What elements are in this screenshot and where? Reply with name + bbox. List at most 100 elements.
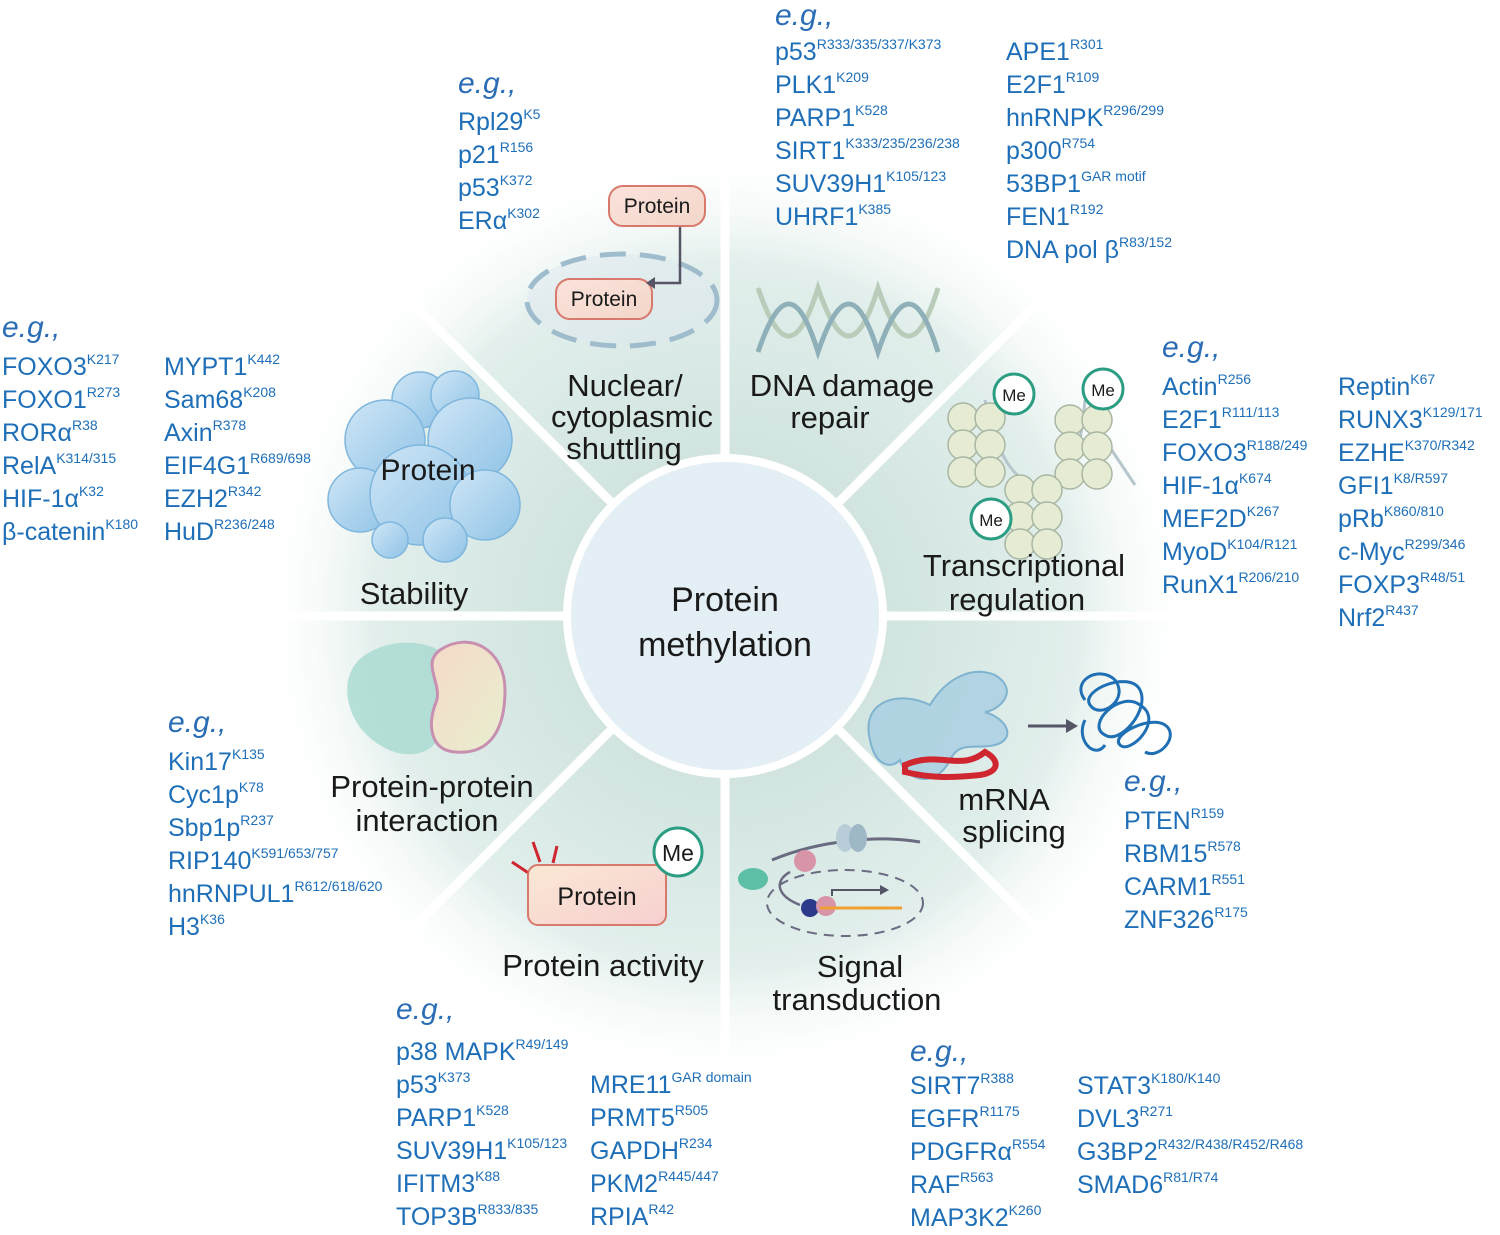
example-protein-name: MYPT1 xyxy=(164,353,248,381)
example-methylation-site: R432/R438/R452/R468 xyxy=(1157,1136,1304,1152)
example-protein-name: Kin17 xyxy=(168,748,232,776)
example-methylation-site: R81/R74 xyxy=(1163,1169,1219,1185)
example-item: 53BP1GAR motif xyxy=(1006,168,1172,201)
dna-title-line1: DNA damage xyxy=(750,368,934,403)
nucleosome-right-icon xyxy=(1054,404,1113,490)
example-protein-name: EZHE xyxy=(1338,439,1405,467)
example-protein-name: TOP3B xyxy=(396,1203,478,1231)
center-label-line2: methylation xyxy=(638,626,812,664)
example-protein-name: PRMT5 xyxy=(590,1104,675,1132)
example-protein-name: UHRF1 xyxy=(775,203,859,231)
protein-protein-interaction-icon xyxy=(347,640,507,755)
stability-eg-label: e.g., xyxy=(2,311,61,344)
example-item: STAT3K180/K140 xyxy=(1077,1070,1303,1103)
example-protein-name: FOXO1 xyxy=(2,386,87,414)
example-methylation-site: R388 xyxy=(980,1070,1014,1086)
example-methylation-site: K8/R597 xyxy=(1393,470,1449,486)
ppi-eg-label: e.g., xyxy=(168,706,227,739)
example-methylation-site: R237 xyxy=(240,812,274,828)
example-item: pRbK860/810 xyxy=(1338,503,1483,536)
example-protein-name: H3 xyxy=(168,913,200,941)
example-methylation-site: R299/346 xyxy=(1404,536,1466,552)
example-item: MEF2DK267 xyxy=(1162,503,1307,536)
example-item: ZNF326R175 xyxy=(1124,904,1248,937)
nuclear-factor-pink-icon xyxy=(816,896,836,916)
example-protein-name: GFI1 xyxy=(1338,472,1394,500)
example-protein-name: p53 xyxy=(458,174,500,202)
example-protein-name: MAP3K2 xyxy=(910,1204,1009,1232)
stability-protein-label: Protein xyxy=(380,454,475,487)
example-item: E2F1R111/113 xyxy=(1162,404,1307,437)
example-methylation-site: K129/171 xyxy=(1422,404,1483,420)
example-methylation-site: K5 xyxy=(523,106,541,122)
me-badge-label-3: Me xyxy=(979,511,1003,530)
example-item: PRMT5R505 xyxy=(590,1102,752,1135)
example-protein-name: Nrf2 xyxy=(1338,604,1386,632)
example-item: FOXO3R188/249 xyxy=(1162,437,1307,470)
example-item: GFI1K8/R597 xyxy=(1338,470,1483,503)
example-methylation-site: R342 xyxy=(227,483,262,499)
example-item: IFITM3K88 xyxy=(396,1168,568,1201)
nuclear-eg-label: e.g., xyxy=(458,67,517,100)
example-methylation-site: K180/K140 xyxy=(1151,1070,1221,1086)
dna-title-line2: repair xyxy=(790,400,869,435)
example-item: G3BP2R432/R438/R452/R468 xyxy=(1077,1136,1303,1169)
example-protein-name: HIF-1α xyxy=(2,485,79,513)
example-protein-name: CARM1 xyxy=(1124,873,1212,901)
example-methylation-site: GAR motif xyxy=(1081,168,1146,184)
example-protein-name: 53BP1 xyxy=(1006,170,1082,198)
example-protein-name: PARP1 xyxy=(396,1104,477,1132)
example-item: RAFR563 xyxy=(910,1169,1045,1202)
me-badge-icon-2 xyxy=(1081,367,1125,411)
example-item: HIF-1αK32 xyxy=(2,483,138,516)
example-protein-name: E2F1 xyxy=(1006,71,1066,99)
example-methylation-site: R42 xyxy=(648,1201,675,1217)
example-protein-name: HuD xyxy=(164,518,215,546)
mrna-title-line2: splicing xyxy=(962,814,1065,849)
example-methylation-site: R192 xyxy=(1069,201,1104,217)
example-item: E2F1R109 xyxy=(1006,69,1172,102)
example-methylation-site: K267 xyxy=(1246,503,1280,519)
example-methylation-site: R554 xyxy=(1011,1136,1046,1152)
ppi-title-line1: Protein-protein xyxy=(330,769,533,804)
center-label: Protein methylation xyxy=(580,578,870,668)
example-methylation-site: K104/R121 xyxy=(1227,536,1298,552)
example-protein-name: PTEN xyxy=(1124,807,1191,835)
example-item: UHRF1K385 xyxy=(775,201,960,234)
me-badge-label-1: Me xyxy=(1002,386,1026,405)
example-protein-name: G3BP2 xyxy=(1077,1138,1158,1166)
example-item: RunX1R206/210 xyxy=(1162,569,1307,602)
example-item: EGFRR1175 xyxy=(910,1103,1045,1136)
center-label-line1: Protein xyxy=(671,581,779,619)
example-protein-name: Cyc1p xyxy=(168,781,239,809)
example-methylation-site: R301 xyxy=(1069,36,1104,52)
example-protein-name: pRb xyxy=(1338,505,1384,533)
example-item: HuDR236/248 xyxy=(164,516,311,549)
example-item: PDGFRαR554 xyxy=(910,1136,1045,1169)
example-methylation-site: R378 xyxy=(212,417,247,433)
nucleosome-center-icon xyxy=(1004,474,1063,560)
example-item: Kin17K135 xyxy=(168,746,382,779)
example-protein-name: EGFR xyxy=(910,1105,980,1133)
example-methylation-site: K860/810 xyxy=(1383,503,1444,519)
example-item: PLK1K209 xyxy=(775,69,960,102)
example-methylation-site: K67 xyxy=(1410,371,1436,387)
example-methylation-site: R206/210 xyxy=(1238,569,1300,585)
example-methylation-site: K333/235/236/238 xyxy=(845,135,960,151)
example-item: p53K372 xyxy=(458,172,540,205)
example-item: RPIAR42 xyxy=(590,1201,752,1234)
example-item: Sbp1pR237 xyxy=(168,812,382,845)
example-protein-name: MRE11 xyxy=(590,1071,672,1099)
example-protein-name: RBM15 xyxy=(1124,840,1208,868)
example-item: p53K373 xyxy=(396,1069,568,1102)
example-methylation-site: R437 xyxy=(1385,602,1419,618)
example-item: EZHEK370/R342 xyxy=(1338,437,1483,470)
example-item: ERαK302 xyxy=(458,205,540,238)
example-item: PTENR159 xyxy=(1124,805,1248,838)
example-methylation-site: K208 xyxy=(243,384,276,400)
example-item: ReptinK67 xyxy=(1338,371,1483,404)
